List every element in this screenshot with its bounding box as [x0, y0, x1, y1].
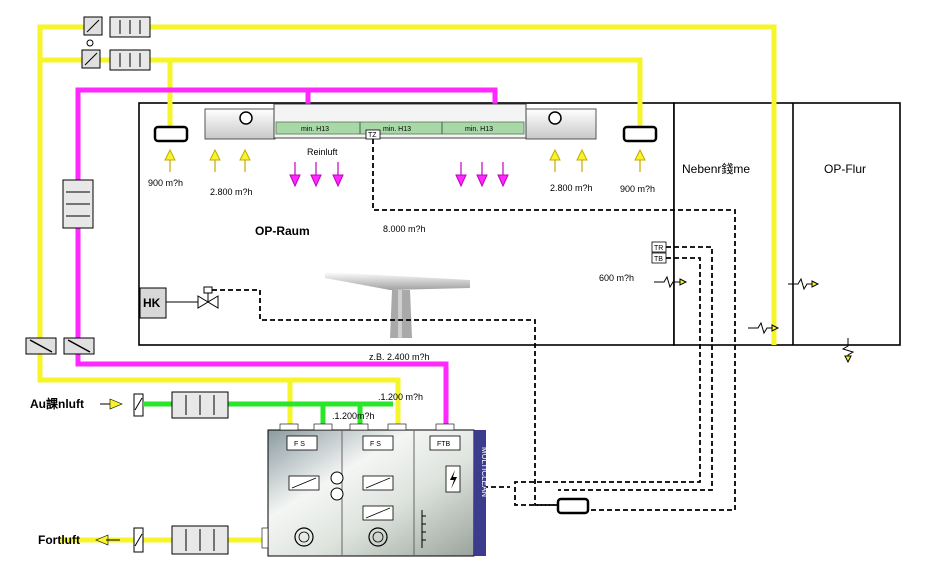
reinluft-label: Reinluft	[307, 147, 338, 157]
overflow-dampers	[654, 275, 855, 364]
right-exhaust-grille	[622, 125, 658, 143]
intake-section	[95, 391, 229, 555]
fortluft-label: Fortluft	[38, 533, 80, 547]
left-exhaust-grille	[153, 125, 189, 143]
ftb-label: FTB	[437, 441, 451, 448]
filter-label-2: min. H13	[383, 126, 411, 133]
control-line-tb	[514, 257, 701, 506]
overflow-damper-flur	[788, 277, 812, 291]
flow-right-return: 2.800 m?h	[550, 183, 593, 193]
magenta-down-arrow	[332, 162, 344, 188]
lightning-icon	[450, 470, 457, 489]
tr-sensor-box	[651, 241, 667, 253]
ahu-fan-b	[330, 487, 344, 501]
ahu-filter-2	[362, 435, 394, 451]
airflow-arrows	[164, 148, 646, 188]
control-line-tz	[372, 139, 736, 511]
flow-duct-a: .1.200m?h	[332, 411, 375, 421]
fs-label-1: F S	[294, 441, 305, 448]
top-left-devices	[25, 16, 151, 355]
yellow-up-arrow	[576, 148, 588, 172]
flow-left-return: 2.800 m?h	[210, 187, 253, 197]
magenta-down-arrow	[497, 162, 509, 188]
op-room-label: OP-Raum	[255, 224, 310, 238]
yellow-duct-top	[150, 24, 777, 345]
corridor-label: OP-Flur	[824, 162, 866, 176]
yellow-up-arrow	[549, 148, 561, 172]
yellow-up-arrow	[634, 148, 646, 172]
flow-left-exhaust: 900 m?h	[148, 178, 183, 188]
aussenluft-label: Au課nluft	[30, 396, 84, 411]
ahu-fan-a	[330, 471, 344, 485]
ahu-brand-text: MULTICLEAN	[480, 447, 489, 497]
valve-icon	[197, 295, 209, 309]
sensors: TR TB	[651, 241, 667, 264]
tr-label: TR	[654, 245, 663, 252]
yellow-duct-left	[37, 24, 401, 428]
filter-band	[275, 121, 525, 135]
text-labels: OP-Raum Nebenr錢me OP-Flur Reinluft 900 m…	[30, 147, 866, 547]
side-rooms-outline	[673, 102, 901, 346]
side-room-label: Nebenr錢me	[682, 161, 750, 176]
flow-side-room: 600 m?h	[599, 273, 634, 283]
control-line-valve	[212, 289, 558, 506]
ceiling-supply-unit: min. H13 min. H13 min. H13 TZ	[153, 103, 658, 143]
tz-label: TZ	[368, 132, 377, 139]
ahu-filter-1	[286, 435, 318, 451]
control-box	[556, 497, 590, 515]
right-return-panel	[525, 108, 597, 140]
flow-right-exhaust: 900 m?h	[620, 184, 655, 194]
surgical-lamp	[325, 272, 470, 338]
fs-label-2: F S	[370, 441, 381, 448]
magenta-down-arrow	[476, 162, 488, 188]
flow-bottom-return: z.B. 2.400 m?h	[369, 352, 430, 362]
flow-supply: 8.000 m?h	[383, 224, 426, 234]
right-fan-icon	[548, 111, 562, 125]
filter-label-1: min. H13	[301, 126, 329, 133]
filter-label-3: min. H13	[465, 126, 493, 133]
flow-duct-b: .1.200 m?h	[378, 392, 423, 402]
yellow-up-arrow	[164, 148, 176, 172]
ahu-motor-left	[294, 527, 314, 547]
ahu-motor-right	[368, 527, 388, 547]
heater-section: HK	[139, 286, 219, 319]
yellow-duct-return	[150, 57, 643, 128]
air-handling-unit: MULTICLEAN F S F S FTB	[261, 423, 489, 557]
magenta-down-arrow	[310, 162, 322, 188]
intake-grille	[133, 393, 144, 417]
ahu-filter-3	[429, 435, 461, 451]
yellow-up-arrow	[239, 148, 251, 172]
hk-box	[139, 287, 167, 319]
ahu-body	[267, 429, 475, 557]
magenta-down-arrow	[455, 162, 467, 188]
intake-arrow	[109, 398, 123, 410]
lamp-arm	[325, 272, 470, 290]
left-fan-icon	[239, 111, 253, 125]
overflow-damper-neben	[748, 321, 772, 335]
yellow-up-arrow	[209, 148, 221, 172]
tb-sensor-box	[651, 252, 667, 264]
actuator-icon	[86, 39, 94, 47]
ahu-brand-bar	[474, 430, 486, 556]
left-return-panel	[204, 108, 276, 140]
tb-label: TB	[654, 256, 663, 263]
hk-label: HK	[143, 296, 161, 310]
magenta-down-arrow	[289, 162, 301, 188]
overflow-damper-op	[654, 275, 680, 289]
